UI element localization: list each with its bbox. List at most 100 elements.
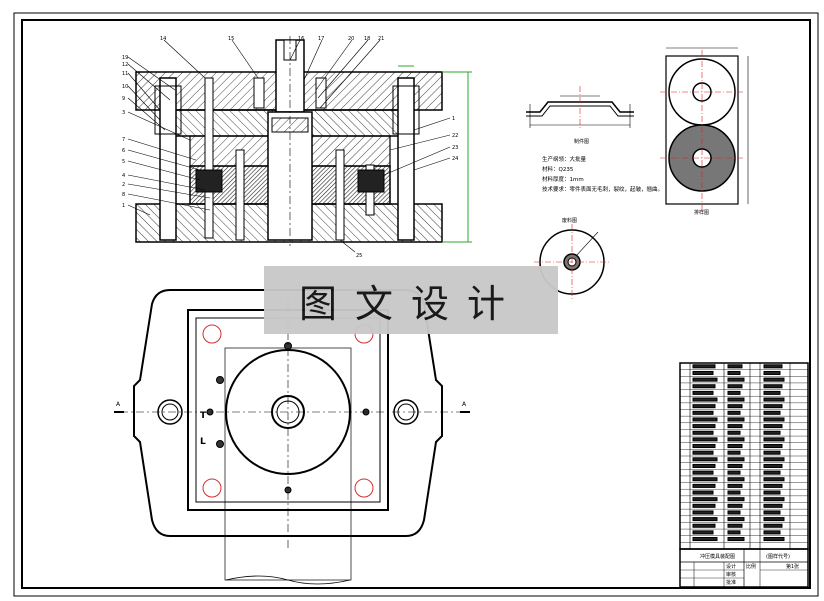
parts-list-cell-text (727, 450, 741, 455)
parts-list-cell-text (763, 390, 781, 395)
part-view-label: 制件图 (574, 138, 589, 145)
part-number: 18 (364, 36, 370, 42)
parts-list-cell-text (763, 397, 785, 402)
drawing-name: 冲压模具装配图 (700, 553, 735, 560)
part-number: 7 (122, 137, 125, 143)
parts-list-cell-text (763, 377, 785, 382)
checker-label: 审核 (726, 571, 736, 578)
parts-list-cell-text (763, 364, 783, 369)
technical-notes: 生产纲领：大批量 材料：Q235 材料厚度：1mm 技术要求：零件表面无毛刺，裂… (542, 155, 663, 193)
part-number: 5 (122, 159, 125, 165)
parts-list-cell-text (692, 437, 718, 442)
blank-layout-view (660, 47, 749, 210)
parts-list-cell-text (727, 490, 741, 495)
parts-list-table (679, 362, 809, 550)
watermark-banner: 图文设计 (264, 266, 558, 334)
parts-list-cell-text (763, 444, 783, 449)
parts-list-cell-text (727, 517, 745, 522)
parts-list-cell-text (692, 410, 714, 415)
parts-list-cell-text (727, 404, 743, 409)
blank-view-label: 排样图 (694, 209, 709, 216)
part-number: 20 (348, 36, 354, 42)
parts-list-cell-text (692, 503, 716, 508)
outer-border (13, 12, 819, 597)
parts-list-cell-text (727, 463, 743, 468)
part-number: 8 (122, 192, 125, 198)
part-number: 15 (228, 36, 234, 42)
parts-list-cell-text (692, 397, 718, 402)
designer-label: 设计 (726, 563, 736, 570)
parts-list-cell-text (692, 537, 718, 542)
part-number: 17 (318, 36, 324, 42)
parts-list-cell-text (763, 510, 781, 515)
part-numbers-left: 19 12 11 10 9 3 7 6 5 4 2 8 1 (122, 55, 128, 209)
parts-list-cell-text (763, 517, 785, 522)
parts-list-cell-text (692, 404, 716, 409)
parts-list-cell-text (692, 444, 716, 449)
parts-list-cell-text (763, 457, 785, 462)
parts-list-cell-text (727, 510, 741, 515)
parts-list-cell-text (692, 470, 714, 475)
part-number: 12 (122, 62, 128, 68)
parts-list-cell-text (763, 430, 781, 435)
parts-list-cell-text (727, 370, 741, 375)
scrap-view-label: 废料图 (562, 217, 577, 224)
part-number: 21 (378, 36, 384, 42)
note-line: 生产纲领：大批量 (542, 155, 587, 163)
part-number: 10 (122, 84, 128, 90)
parts-list-cell-text (763, 523, 783, 528)
parts-list-cell-text (692, 450, 714, 455)
parts-list-cell-text (727, 503, 743, 508)
parts-list-cell-text (727, 417, 745, 422)
parts-list-cell-text (692, 370, 714, 375)
parts-list-cell-text (763, 370, 781, 375)
parts-list-cell-text (763, 530, 781, 535)
part-number: 22 (452, 133, 458, 139)
parts-list-cell-text (727, 397, 745, 402)
parts-list-cell-text (692, 430, 714, 435)
part-number: 25 (356, 253, 362, 259)
parts-list-cell-text (763, 417, 785, 422)
part-number: 24 (452, 156, 458, 162)
part-numbers-right: 1 22 23 24 (452, 116, 458, 162)
approver-label: 批准 (726, 579, 736, 586)
parts-list-cell-text (763, 477, 785, 482)
company-code: (图样代号) (766, 553, 790, 560)
scrap-view (534, 224, 610, 300)
parts-list-cell-text (727, 530, 741, 535)
parts-list-cell-text (763, 450, 781, 455)
inner-border (21, 19, 811, 589)
part-number: 1 (452, 116, 455, 122)
parts-list-cell-text (692, 457, 718, 462)
parts-list-cell-text (727, 483, 743, 488)
parts-list-cell-text (692, 417, 718, 422)
parts-list-cell-text (727, 497, 745, 502)
parts-list-cell-text (727, 390, 741, 395)
part-numbers-top: 14 15 16 17 20 18 21 (160, 36, 384, 42)
parts-list-cell-text (692, 384, 716, 389)
part-number: 16 (298, 36, 304, 42)
note-line: 技术要求：零件表面无毛刺，裂纹，起皱，翘曲。 (542, 185, 663, 193)
parts-list-cell-text (727, 537, 745, 542)
part-profile-view (526, 86, 634, 130)
note-line: 材料厚度：1mm (542, 175, 584, 183)
parts-list-cell-text (692, 523, 716, 528)
parts-list-cell-text (763, 483, 783, 488)
parts-list-cell-text (727, 477, 745, 482)
parts-list-cell-text (727, 430, 741, 435)
sheet-label: 第1张 (786, 563, 799, 570)
parts-list-cell-text (692, 517, 718, 522)
parts-list-cell-text (763, 404, 783, 409)
part-number: 2 (122, 182, 125, 188)
parts-list-cell-text (692, 530, 714, 535)
parts-list-cell-text (763, 463, 783, 468)
parts-list-cell-text (727, 457, 745, 462)
parts-list-cell-text (727, 470, 741, 475)
parts-list-cell-text (692, 390, 714, 395)
parts-list-cell-text (727, 384, 743, 389)
parts-list-cell-text (727, 437, 745, 442)
section-marker-left: A (116, 401, 121, 408)
parts-list-cell-text (763, 424, 783, 429)
parts-list-cell-text (727, 523, 743, 528)
